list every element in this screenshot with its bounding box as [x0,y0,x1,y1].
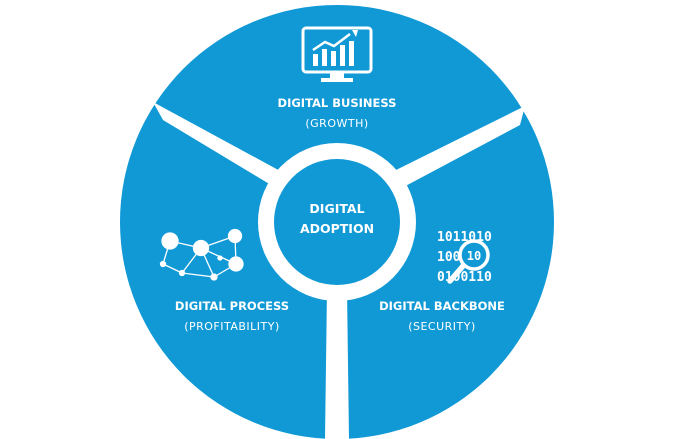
segment-subtitle: (GROWTH) [305,117,368,130]
center-core [274,159,400,285]
binary-line: 0100110 [437,270,492,285]
binary-magnifier-icon: 1011010 100110 0100110 10 [437,230,492,285]
segment-digital-backbone: 1011010 100110 0100110 10 DIGITAL BACKBO… [379,230,505,333]
segment-digital-business: DIGITAL BUSINESS (GROWTH) [278,26,397,130]
segment-subtitle: (SECURITY) [408,320,476,333]
segment-title: DIGITAL PROCESS [175,299,289,313]
divider-right [392,106,525,190]
segment-title: DIGITAL BUSINESS [278,96,397,110]
magnifier-handle [447,263,466,284]
segment-digital-process: DIGITAL PROCESS (PROFITABILITY) [159,228,289,333]
divider-left [153,102,282,188]
network-nodes-icon [159,228,244,281]
divider-bottom [325,290,349,439]
magnifier-text: 10 [467,249,481,263]
magnifier-lens [458,239,490,271]
center-label-line1: DIGITAL [309,201,364,216]
monitor-growth-chart-icon [301,26,373,82]
segment-subtitle: (PROFITABILITY) [184,320,280,333]
segment-title: DIGITAL BACKBONE [379,299,505,313]
center-label-line2: ADOPTION [300,221,374,236]
